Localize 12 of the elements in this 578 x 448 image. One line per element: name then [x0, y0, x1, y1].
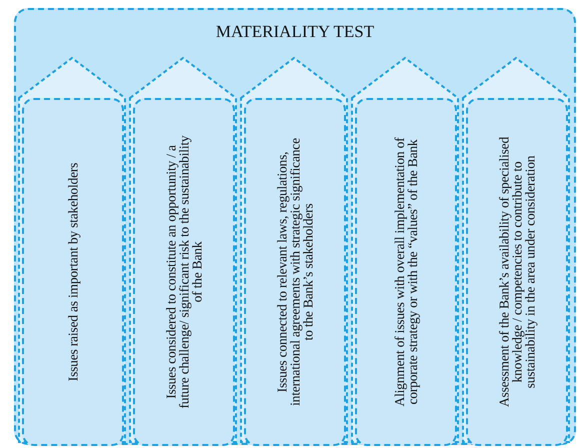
criterion-text: Issues connected to relevant laws, regulations, international agreements with strategic significance to the Bank’s stakeholders — [276, 137, 314, 408]
criterion-text: Issues raised as important by stakeholders — [66, 162, 80, 384]
criterion-box — [244, 98, 346, 446]
criterion-box — [355, 98, 457, 446]
criterion-text: Assessment of the Bank’s availability of specialised knowledge / competencies to contribute to sustainability in the area under consideration — [498, 136, 536, 410]
criterion-box — [133, 98, 235, 446]
criterion-text: Alignment of issues with overall implementation of corporate strategy or with the “values” of the Bank — [393, 136, 419, 408]
criterion-text: Issues considered to constitute an opportunity / a future challenge/ significant risk to the sustainability of the Bank — [164, 134, 204, 410]
outer-panel — [14, 8, 576, 445]
criterion-box — [22, 98, 124, 446]
criterion-box — [466, 98, 568, 446]
panel-title: MATERIALITY TEST — [216, 22, 374, 42]
